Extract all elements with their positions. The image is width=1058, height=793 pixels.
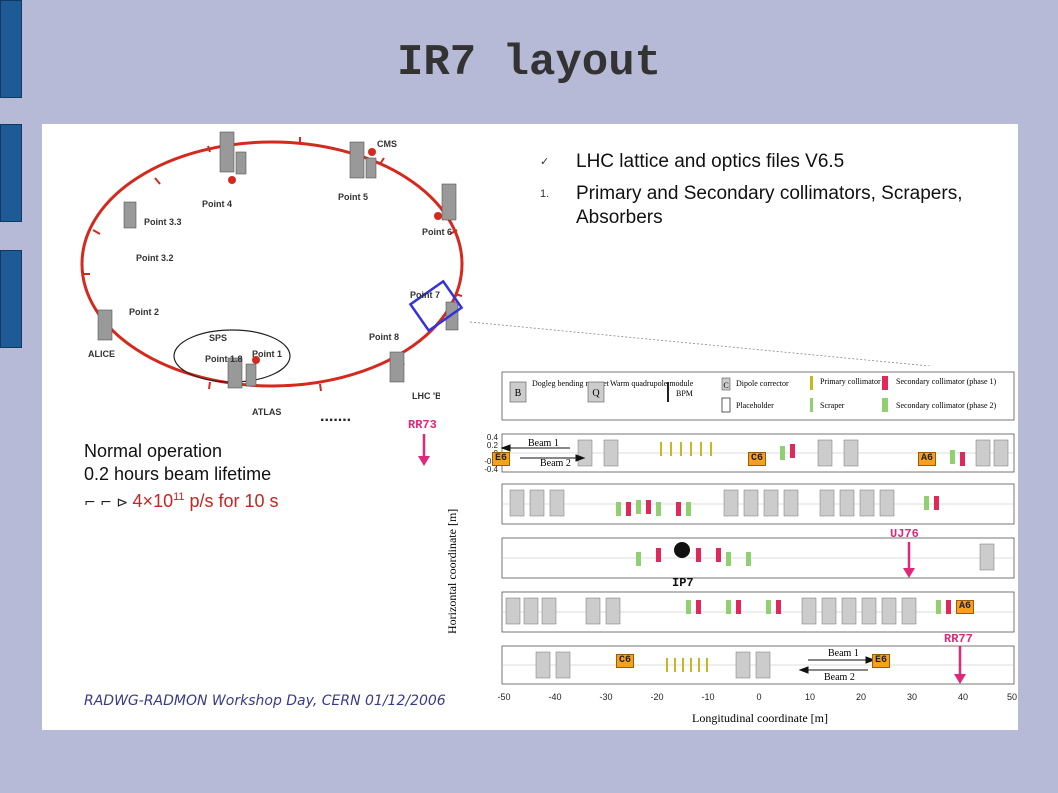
tag-c6-bottom: C6 xyxy=(616,654,635,668)
x-tick: -30 xyxy=(599,692,612,702)
bullet-item: 1. Primary and Secondary collimators, Sc… xyxy=(540,182,976,230)
beam1-label-bottom: Beam 1 xyxy=(828,648,859,659)
uj76-label: UJ76 xyxy=(890,527,919,541)
bullet-text: Primary and Secondary collimators, Scrap… xyxy=(576,183,963,228)
legend-text: BPM xyxy=(676,389,693,398)
legend-text: Dogleg bending magnet xyxy=(532,379,610,388)
label-lhcb: LHC 'B' xyxy=(412,391,444,401)
label-point6: Point 6 xyxy=(422,227,453,237)
x-tick-labels: -50 -40 -30 -20 -10 0 10 20 30 40 50 xyxy=(497,692,1017,702)
label-point33: Point 3.3 xyxy=(144,217,182,227)
x-tick: -10 xyxy=(701,692,714,702)
rr73-arrow xyxy=(418,434,430,466)
label-cms: CMS xyxy=(377,139,397,149)
legend-text: Warm quadrupole module xyxy=(610,379,694,388)
label-point8: Point 8 xyxy=(369,332,400,342)
legend-text: Placeholder xyxy=(736,401,774,410)
x-tick: 30 xyxy=(907,692,917,702)
label-sps: SPS xyxy=(209,333,228,343)
y-tick: -0.2 xyxy=(484,457,498,466)
legend-symbol-q: Q xyxy=(592,388,600,399)
bullet-text: LHC lattice and optics files V6.5 xyxy=(576,151,845,172)
legend-text: Primary collimator xyxy=(820,377,881,386)
operation-line1: Normal operation xyxy=(84,441,223,461)
ip7-marker xyxy=(674,542,690,558)
strip-3 xyxy=(501,537,1015,579)
tag-e6-top: E6 xyxy=(492,452,511,466)
ir7-collimator-layout: B Dogleg bending magnet Q Warm quadrupol… xyxy=(440,366,1018,728)
sidebar-bar-2 xyxy=(0,124,22,222)
operation-line3: ⌐ ⌐ ⊳ 4×1011 p/s for 10 s xyxy=(84,486,279,515)
bullet-number-marker: 1. xyxy=(540,188,550,200)
legend-text: Secondary collimator (phase 2) xyxy=(896,401,997,410)
tag-e6-bottom: E6 xyxy=(872,654,891,668)
footer-text: RADWG-RADMON Workshop Day, CERN 01/12/20… xyxy=(84,693,446,709)
ring-buildings xyxy=(97,131,459,389)
rr77-label: RR77 xyxy=(944,632,973,646)
sidebar-bar-3 xyxy=(0,250,22,348)
x-tick: -40 xyxy=(548,692,561,702)
ring-point-markers xyxy=(228,148,442,364)
strip-2 xyxy=(501,483,1015,525)
beam2-label-bottom: Beam 2 xyxy=(824,672,855,683)
rate-exponent: 11 xyxy=(173,491,185,503)
legend-symbol-c: C xyxy=(723,381,728,390)
tag-c6-top: C6 xyxy=(748,452,767,466)
layout-legend: B Dogleg bending magnet Q Warm quadrupol… xyxy=(501,371,1015,421)
x-tick: -50 xyxy=(497,692,510,702)
legend-text: Secondary collimator (phase 1) xyxy=(896,377,997,386)
legend-text: Scraper xyxy=(820,401,845,410)
uj76-arrow xyxy=(903,542,915,578)
rate-base: 4×10 xyxy=(132,491,174,511)
label-point1: Point 1 xyxy=(252,349,283,359)
x-tick: 20 xyxy=(856,692,866,702)
point7-highlight-box xyxy=(408,279,464,333)
x-tick: 0 xyxy=(756,692,761,702)
label-point2: Point 2 xyxy=(129,307,160,317)
bullet-list: ✓ LHC lattice and optics files V6.5 1. P… xyxy=(540,150,976,238)
legend-text: Dipole corrector xyxy=(736,379,789,388)
beam-arrows-bottom xyxy=(798,656,876,674)
beam2-label-top: Beam 2 xyxy=(540,458,571,469)
label-point4: Point 4 xyxy=(202,199,233,209)
tag-a6-mid: A6 xyxy=(956,600,975,614)
x-tick: 50 xyxy=(1007,692,1017,702)
lhc-ring-map xyxy=(80,131,464,392)
operation-line2: 0.2 hours beam lifetime xyxy=(84,464,272,484)
x-tick: 10 xyxy=(805,692,815,702)
label-point18: Point 1.8 xyxy=(205,354,243,364)
strip-5 xyxy=(501,645,1015,685)
y-tick: -0.4 xyxy=(484,465,498,474)
label-point32: Point 3.2 xyxy=(136,253,174,263)
bullet-check-marker: ✓ xyxy=(540,156,550,168)
x-axis-label: Longitudinal coordinate [m] xyxy=(692,711,828,725)
operation-block: Normal operation 0.2 hours beam lifetime… xyxy=(84,440,279,515)
beam1-label-top: Beam 1 xyxy=(528,438,559,449)
label-atlas: ATLAS xyxy=(252,407,282,417)
bullet-item: ✓ LHC lattice and optics files V6.5 xyxy=(540,150,976,174)
rate-icon: ⌐ ⌐ ⊳ xyxy=(84,495,133,511)
strip-4 xyxy=(501,591,1015,633)
rate-suffix: p/s for 10 s xyxy=(184,491,279,511)
rr73-label: RR73 xyxy=(408,418,437,432)
lhc-ring xyxy=(80,140,464,388)
tag-a6-top: A6 xyxy=(918,452,937,466)
legend-symbol-b: B xyxy=(515,388,522,399)
ring-map-ellipsis: ....... xyxy=(320,408,352,425)
y-tick: 0.4 xyxy=(487,433,499,442)
x-tick: 40 xyxy=(958,692,968,702)
label-point5: Point 5 xyxy=(338,192,369,202)
sidebar-bar-1 xyxy=(0,0,22,98)
page-title: IR7 layout xyxy=(396,38,662,88)
label-alice: ALICE xyxy=(88,349,115,359)
y-axis-label: Horizontal coordinate [m] xyxy=(445,509,459,634)
rr77-arrow xyxy=(954,646,966,684)
label-point7: Point 7 xyxy=(410,290,441,300)
ip7-label: IP7 xyxy=(672,576,694,590)
y-tick: 0.2 xyxy=(487,441,499,450)
beam-arrows-top xyxy=(500,444,586,462)
x-tick: -20 xyxy=(650,692,663,702)
